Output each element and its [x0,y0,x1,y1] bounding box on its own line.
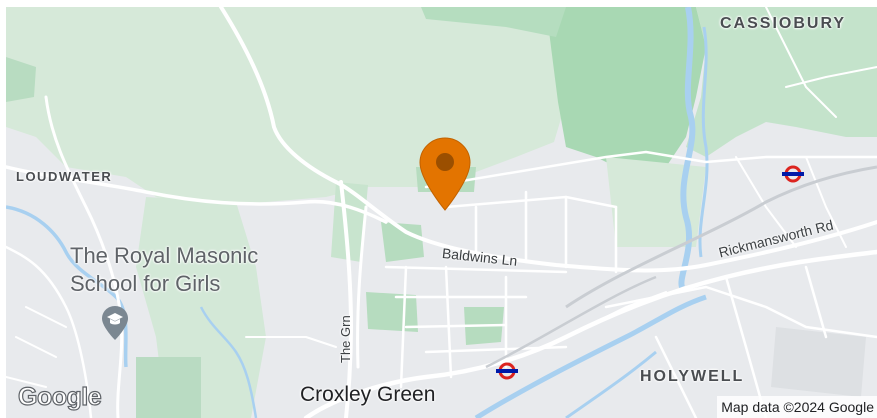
forest-east [686,7,877,157]
map-base-layer [6,7,877,418]
river-west [6,205,128,368]
forest-left-edge [6,57,36,102]
map-attribution[interactable]: Map data ©2024 Google [717,396,877,418]
green-patch-4 [331,182,368,262]
school-marker-icon[interactable] [101,305,129,341]
area-label-loudwater: LOUDWATER [16,169,113,184]
river-canal-east-2 [698,26,709,258]
google-logo: Google [17,382,102,411]
river-canal-east [678,7,696,289]
area-label-holywell: HOLYWELL [640,368,745,385]
location-pin-icon[interactable] [418,136,472,212]
green-rect-bottom-right [771,327,866,397]
railway-line [565,165,877,309]
town-label-croxley-green: Croxley Green [300,383,436,406]
underground-station-icon[interactable] [496,362,518,380]
green-patch-bottom [136,357,201,418]
river-south [474,294,707,418]
forest-patch-top [421,7,566,37]
road-network [6,7,877,418]
underground-station-icon[interactable] [782,165,804,183]
map-viewport[interactable]: CASSIOBURY LOUDWATER HOLYWELL The Royal … [6,7,877,418]
green-patch-1 [381,222,424,262]
poi-label-line-1[interactable]: The Royal Masonic [70,243,259,268]
poi-label-line-2[interactable]: School for Girls [70,271,221,296]
river-middle [199,306,258,418]
green-patch-right [606,157,706,247]
road-label-the-grn: The Grn [338,315,353,363]
forest-dark-north-east [546,7,706,172]
area-label-cassiobury: CASSIOBURY [720,15,847,32]
railway-line-2 [485,275,657,369]
river-southeast [565,350,657,418]
